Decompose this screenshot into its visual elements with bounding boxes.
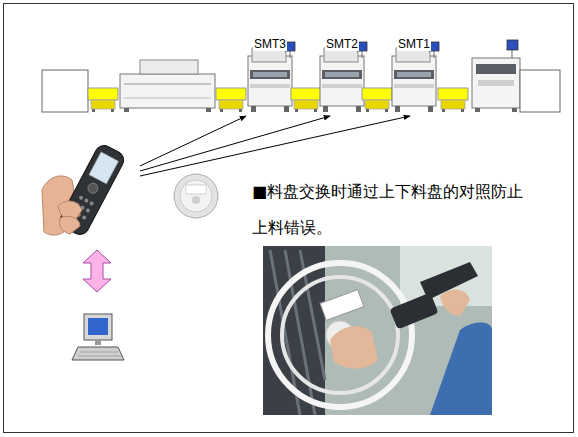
page-frame (4, 4, 574, 433)
machine-node: SMT1 (395, 33, 434, 52)
handheld-terminal (42, 142, 127, 237)
scan-arrow (140, 116, 246, 166)
reflow-oven (120, 60, 215, 112)
conveyor (362, 88, 392, 112)
note-text: ■料盘交换时通过上下料盘的对照防止 上料错误。 (252, 174, 534, 246)
loader-box (42, 70, 88, 112)
mounter-machine (320, 42, 367, 112)
machine-node: SMT2 (323, 33, 362, 52)
machine-label: SMT3 (253, 37, 287, 51)
scan-arrow (140, 116, 330, 171)
printer-machine (472, 40, 520, 112)
double-arrow (83, 250, 111, 292)
machine-label: SMT2 (325, 37, 359, 51)
machine-node: SMT3 (251, 33, 290, 52)
mounter-machine (248, 42, 295, 112)
unloader-box (520, 70, 560, 112)
conveyor (438, 88, 468, 112)
conveyor (291, 88, 321, 112)
scan-arrow (140, 116, 410, 176)
component-reel (174, 174, 218, 218)
conveyor (216, 88, 246, 112)
photo (263, 246, 492, 415)
conveyor (88, 88, 118, 112)
machine-label: SMT1 (397, 37, 431, 51)
mounter-machine (392, 42, 439, 112)
computer-icon (72, 314, 124, 360)
